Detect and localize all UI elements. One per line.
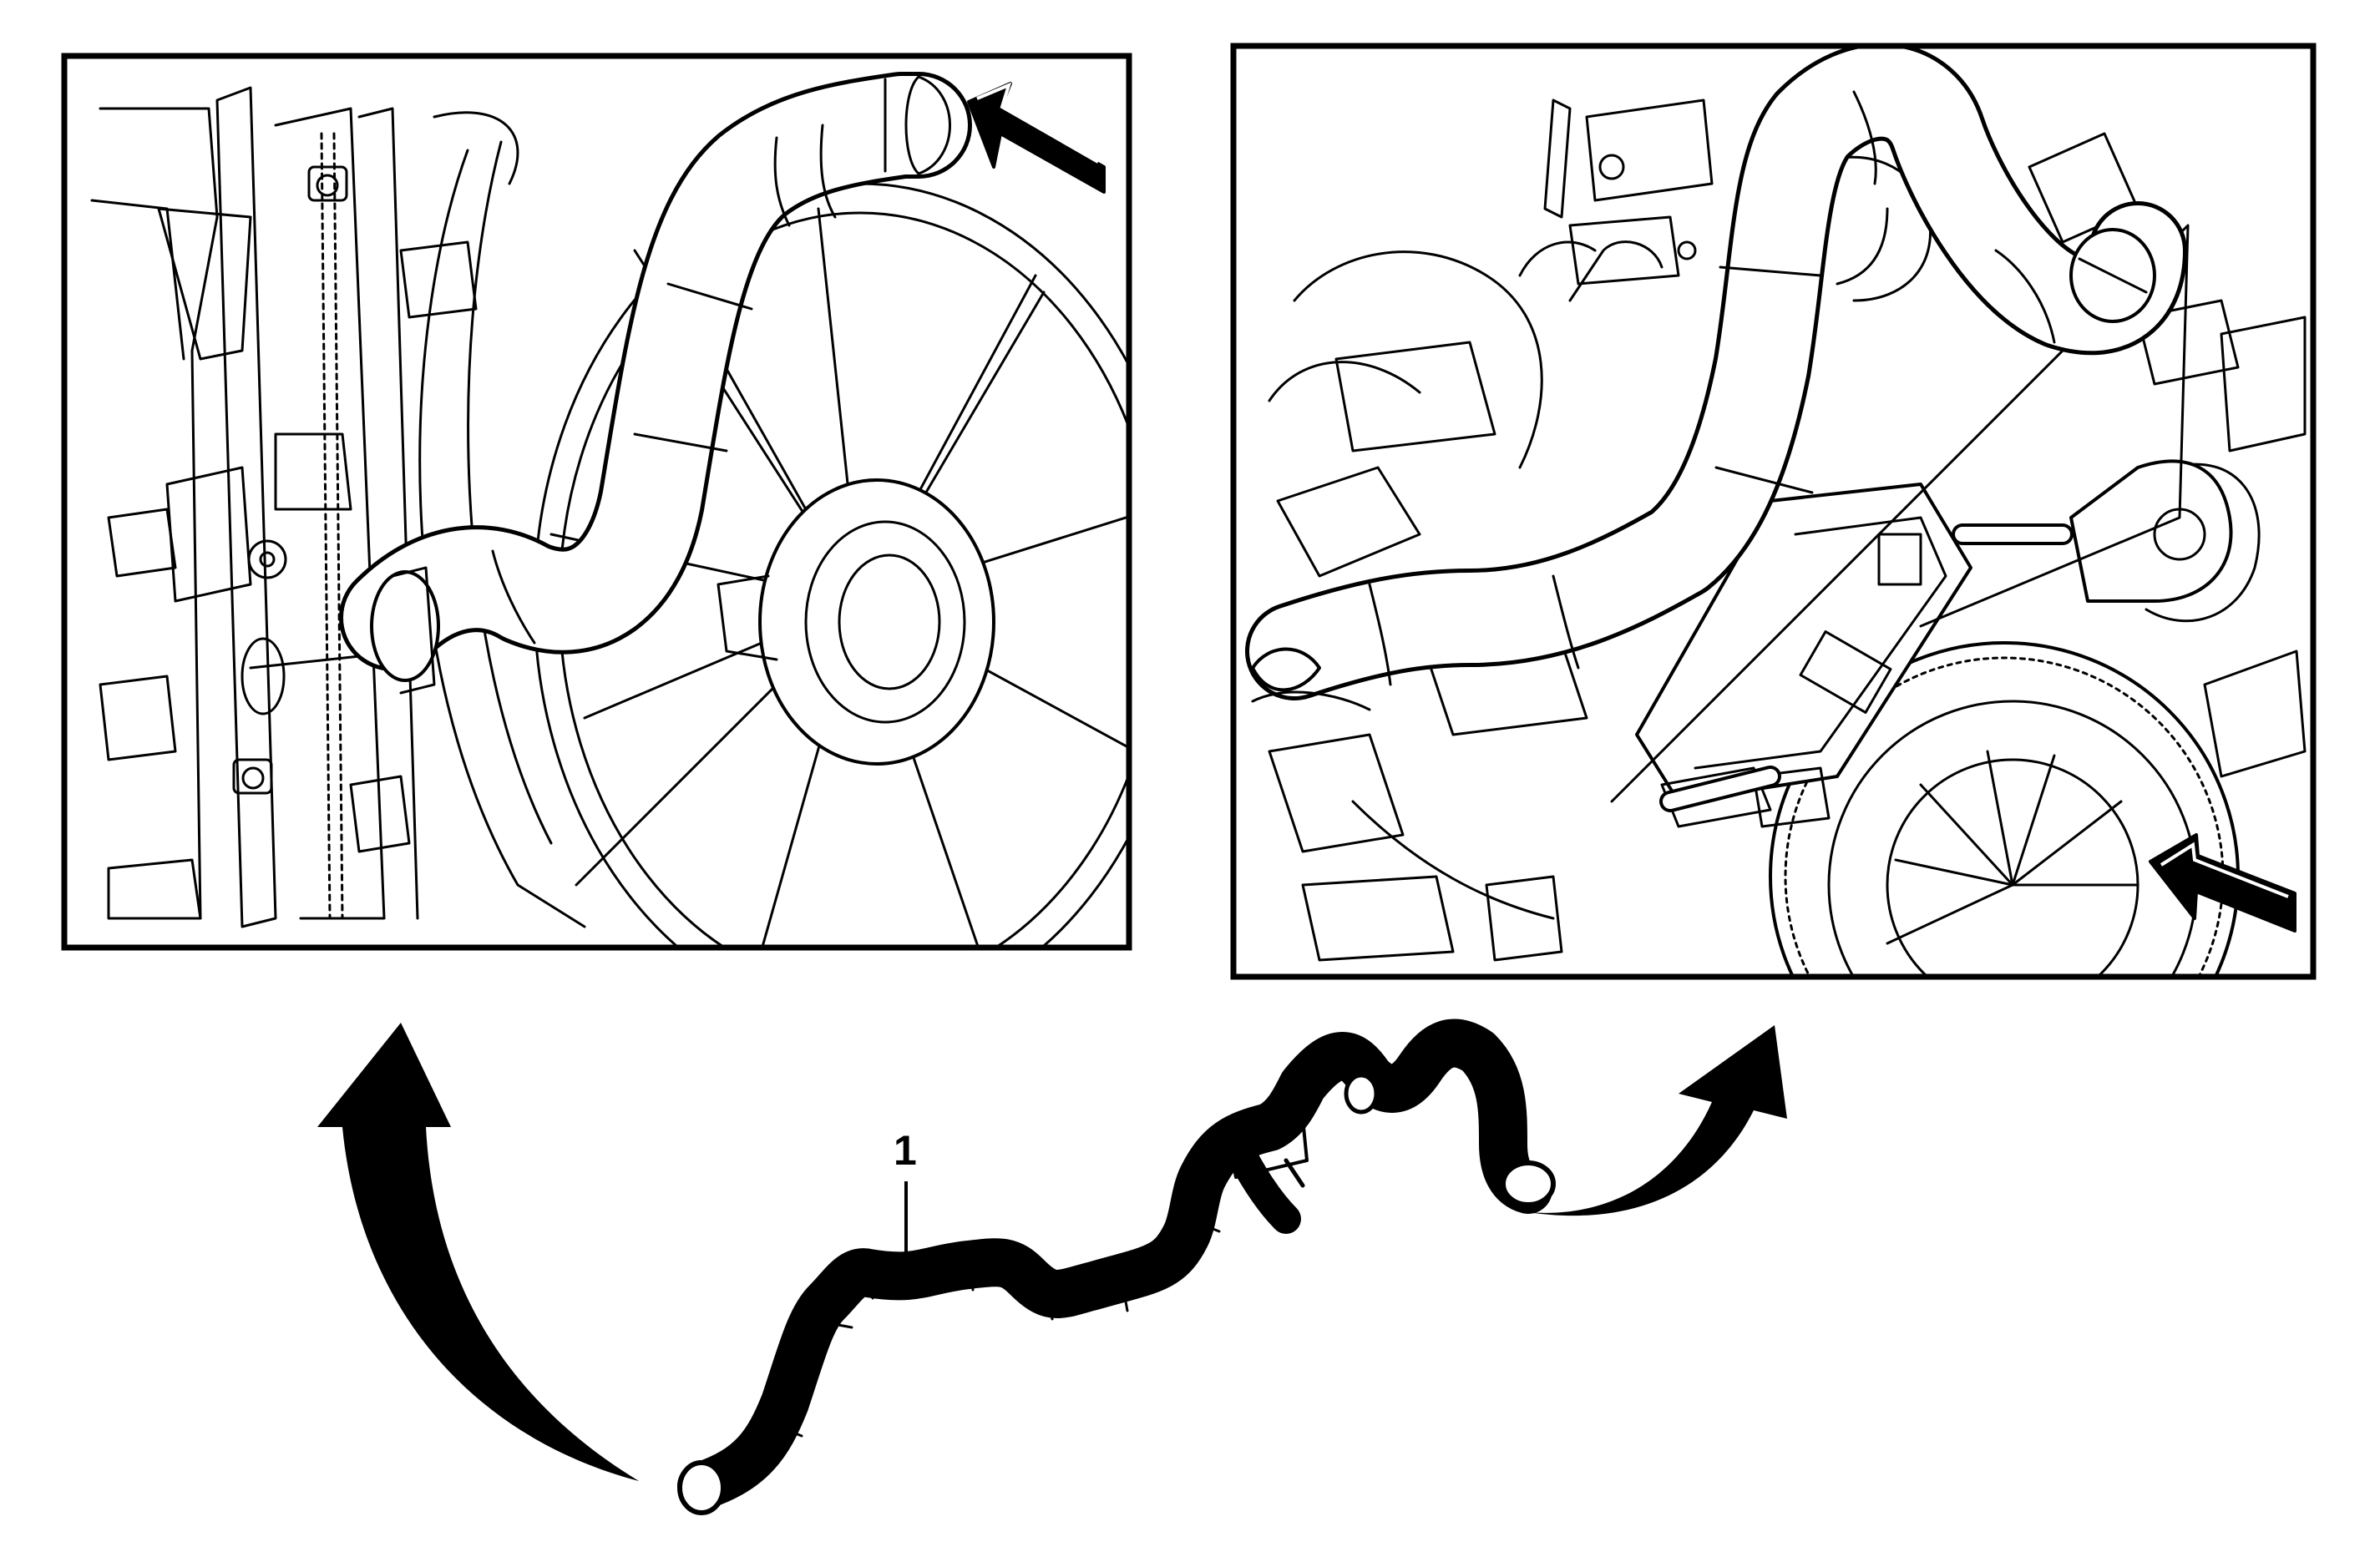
lower-nut bbox=[232, 758, 273, 795]
engine-inlet bbox=[2069, 459, 2233, 603]
fan-shroud bbox=[418, 149, 586, 928]
hose-end-radiator bbox=[677, 1460, 726, 1515]
detail-panel-radiator bbox=[61, 53, 1132, 951]
heater-hose-assembly bbox=[677, 1019, 1556, 1515]
view-arrow-right bbox=[2149, 833, 2296, 933]
view-arrow-left bbox=[967, 82, 1106, 194]
curved-arrow-right bbox=[1528, 1025, 1787, 1216]
upper-nut bbox=[307, 165, 348, 202]
curved-arrow-left bbox=[317, 1023, 639, 1481]
radiator-side-tank bbox=[215, 86, 277, 928]
detail-frame-right bbox=[1230, 43, 2317, 980]
callout-number: 1 bbox=[894, 1127, 917, 1174]
radiator-outlet bbox=[241, 637, 286, 715]
oil-cooler bbox=[1635, 483, 1972, 803]
detail-panel-engine bbox=[1230, 43, 2317, 980]
hose-end-engine bbox=[1501, 1160, 1556, 1207]
detail-frame-left bbox=[61, 53, 1132, 951]
